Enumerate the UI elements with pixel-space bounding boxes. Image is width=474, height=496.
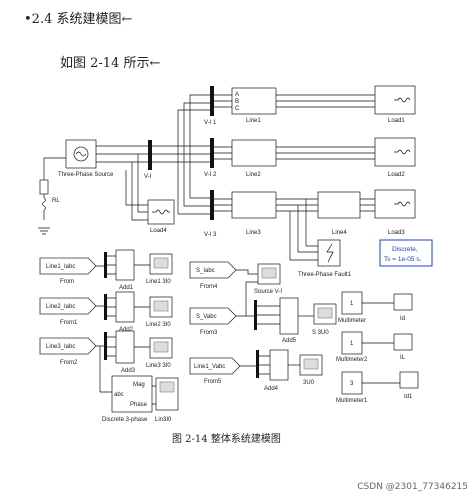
from-s-iabc-label: S_Iabc: [196, 268, 215, 274]
add2-block: [115, 291, 135, 323]
line1-label: Line1: [246, 118, 261, 124]
scope-il: [393, 333, 413, 351]
figure-caption: 图 2-14 整体系统建模图: [172, 434, 281, 445]
scope-lin3i0-label: Lin3I0: [155, 417, 172, 423]
scope-source-label: Source V-I: [254, 289, 282, 295]
scope-line2-label: Line2 3I0: [146, 322, 171, 328]
multimeter1-label: Multimeter1: [336, 398, 368, 404]
from-line3-iabc-label: Line3_Iabc: [46, 344, 75, 350]
demux2: [104, 294, 107, 320]
load2-label: Load2: [388, 172, 405, 178]
watermark: CSDN @2301_77346215: [357, 482, 468, 492]
demux1: [104, 252, 107, 278]
scope-3u0-label: 3U0: [303, 380, 315, 386]
scope-id: [393, 293, 413, 311]
load1-label: Load1: [388, 118, 405, 124]
add1-block: [115, 249, 135, 281]
scope-line1-label: Line1 3I0: [146, 279, 171, 285]
scope-id1: [399, 371, 419, 389]
discrete-3phase-block: [111, 375, 153, 413]
add2-label: Add2: [119, 327, 134, 333]
multimeter-value: 1: [350, 301, 354, 307]
intro-text: 如图 2-14 所示←: [60, 56, 161, 71]
multimeter-label: Multimeter: [338, 318, 366, 324]
add3-block: [115, 330, 135, 364]
abc-port-label: abc: [114, 392, 124, 398]
line3-label: Line3: [246, 230, 261, 236]
source-symbol: [73, 146, 89, 162]
add5-label: Add5: [282, 338, 297, 344]
demux3: [104, 332, 107, 360]
add4-label: Add4: [264, 386, 279, 392]
from3-label: From3: [200, 330, 218, 336]
add5-block: [279, 297, 299, 335]
svg-text:A: A: [235, 92, 239, 98]
vi3-label: V-I 3: [204, 232, 217, 238]
line2-label: Line2: [246, 172, 261, 178]
line4-block: [317, 191, 361, 219]
from-label: From: [60, 279, 74, 285]
out-id1-label: Id1: [404, 394, 413, 400]
rl-label: RL: [52, 198, 60, 204]
fault-block: [317, 239, 341, 267]
scope-s3u0-label: S 3U0: [312, 330, 329, 336]
vi1-label: V-I 1: [204, 120, 217, 126]
from5-label: From5: [204, 379, 222, 385]
load4-label: Load4: [150, 228, 167, 234]
multimeter2-label: Multimeter2: [336, 357, 368, 363]
scope-line3-label: Line3 3I0: [146, 363, 171, 369]
multimeter1-value: 3: [350, 381, 354, 387]
multimeter2-value: 1: [350, 341, 354, 347]
from-line1-vabc-label: Line1_Vabc: [194, 364, 225, 370]
from-line1-vabc: [189, 357, 241, 375]
vi-label: V-I: [144, 174, 152, 180]
vi-measurement-bar: [148, 140, 152, 170]
powergui-block: [379, 239, 433, 267]
load4-block: [147, 199, 175, 225]
from4-label: From4: [200, 284, 218, 290]
load3-label: Load3: [388, 230, 405, 236]
mag-port-label: Mag: [133, 382, 145, 388]
from-line3-iabc: [39, 337, 97, 355]
from-s-vabc: [189, 307, 237, 325]
from-s-vabc-label: S_Vabc: [196, 314, 217, 320]
discrete-text: Discrete,: [392, 246, 418, 253]
phase-port-label: Phase: [130, 402, 148, 408]
section-heading: •2.4 系统建模图←: [24, 12, 133, 27]
vi3-bar: [210, 190, 214, 220]
from2-label: From2: [60, 360, 78, 366]
from-line2-iabc-label: Line2_Iabc: [46, 304, 75, 310]
line3-block: [231, 191, 277, 219]
rl-resistor: [39, 179, 49, 195]
from-line1-iabc: [39, 257, 97, 275]
out-il-label: IL: [400, 355, 406, 361]
load2-block: [374, 137, 416, 167]
demux5: [256, 350, 259, 378]
from-line1-iabc-label: Line1_Iabc: [46, 264, 75, 270]
ts-text: Ts = 1e-05 s.: [384, 256, 422, 263]
add3-label: Add3: [121, 368, 136, 374]
vi2-label: V-I 2: [204, 172, 217, 178]
svg-text:B: B: [235, 99, 239, 105]
out-id-label: Id: [400, 316, 405, 322]
svg-text:C: C: [235, 106, 240, 112]
line2-block: [231, 139, 277, 167]
from-line2-iabc: [39, 297, 97, 315]
three-phase-source-label: Three-Phase Source: [58, 172, 114, 178]
vi2-bar: [210, 138, 214, 168]
from-s-iabc: [189, 261, 237, 279]
add4-block: [269, 349, 289, 381]
fault-label: Three-Phase Fault1: [298, 272, 352, 278]
discrete3-label: Discrete 3-phase: [102, 417, 148, 423]
add1-label: Add1: [119, 285, 134, 291]
demux4: [254, 300, 257, 330]
vi1-bar: [210, 86, 214, 116]
line4-label: Line4: [332, 230, 347, 236]
from1-label: From1: [60, 320, 78, 326]
